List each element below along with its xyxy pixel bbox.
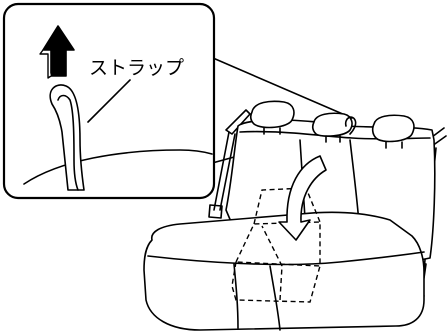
headrest-left xyxy=(251,101,294,127)
callout-box xyxy=(4,4,214,198)
strap-label: ストラップ xyxy=(89,53,184,80)
headrest-right xyxy=(373,115,414,141)
